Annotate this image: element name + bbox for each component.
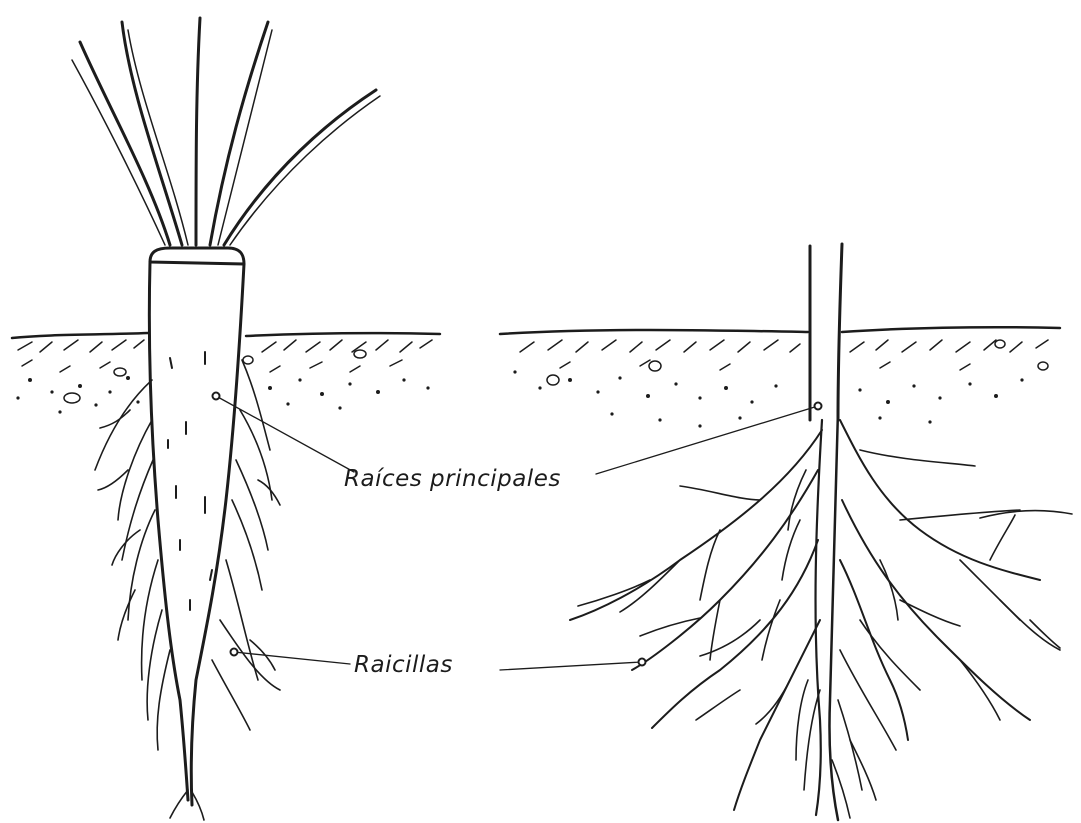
rootlets-label: Raicillas xyxy=(354,652,453,678)
taproot-plant xyxy=(72,18,380,820)
root-surface-marks xyxy=(168,352,212,610)
main-roots-label: Raíces principales xyxy=(344,466,561,492)
soil-right xyxy=(500,327,1060,427)
taproot-rootlets-right xyxy=(212,360,280,730)
leader-rootlets-right xyxy=(500,662,642,670)
leaf-stalks xyxy=(72,18,380,245)
leader-main-roots-right xyxy=(596,406,818,474)
leader-lines xyxy=(216,396,818,670)
taproot-rootlets-left xyxy=(95,380,170,750)
